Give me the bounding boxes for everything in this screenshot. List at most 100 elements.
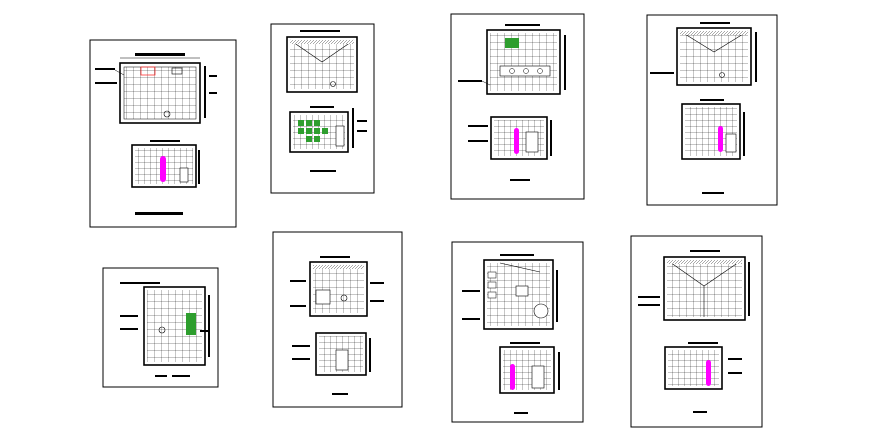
sheet-7: [451, 241, 584, 423]
dimension-bar: [150, 140, 180, 142]
sheet-3-elevation: [468, 116, 552, 160]
green-tile: [298, 128, 304, 134]
leader-line: [481, 80, 491, 86]
dimension-bar-v: [352, 108, 354, 148]
dimension-bar: [688, 342, 718, 344]
sheet-7-plan: [462, 254, 558, 330]
sheet-5-plan: [120, 282, 210, 366]
sheet-6-plan: [290, 256, 384, 317]
green-fixture: [505, 38, 519, 48]
sheet-8: [630, 235, 763, 428]
hatch-band: [680, 31, 748, 35]
sheet-3-title: [510, 179, 530, 181]
leader-note: [209, 92, 217, 94]
tile-grid: [668, 350, 719, 386]
vanity: [499, 65, 551, 77]
wc: [158, 326, 166, 334]
sheet-1: [89, 39, 237, 228]
tile-grid: [123, 66, 197, 120]
basin: [171, 67, 183, 75]
tub-outline: [140, 66, 156, 76]
green-tile: [306, 120, 312, 126]
fixture: [515, 285, 529, 297]
human-figure: [706, 360, 711, 386]
sheet-8-title: [693, 411, 707, 413]
diagonal: [666, 259, 705, 287]
leader-note: [357, 120, 367, 122]
leader-note: [290, 305, 306, 307]
sheet-5-title: [172, 375, 190, 377]
green-tile: [322, 128, 328, 134]
sink: [537, 68, 543, 74]
cabinet: [179, 167, 189, 183]
sheet-1-title: [135, 212, 183, 215]
leader-note: [290, 280, 306, 282]
cabinet: [531, 365, 545, 389]
wc: [340, 294, 348, 302]
hatch-band: [667, 260, 742, 264]
dimension-bar: [510, 342, 540, 344]
wc: [163, 110, 171, 118]
tile-grid: [490, 33, 557, 91]
diagonal: [703, 259, 743, 287]
human-figure: [510, 364, 515, 390]
dimension-bar-v: [748, 262, 750, 316]
dimension-bar-v: [743, 112, 745, 156]
sheet-4-title: [702, 192, 724, 194]
dimension-bar: [700, 99, 724, 101]
sheet-3: [450, 13, 585, 200]
leader-note: [95, 82, 117, 84]
cabinet: [335, 125, 345, 147]
sheet-3-plan: [458, 24, 566, 95]
sheet-2: [270, 23, 375, 194]
sheet-2-plan: [286, 30, 358, 93]
dimension-bar: [135, 53, 185, 56]
sheet-1-elevation: [131, 140, 200, 188]
leader-note: [638, 304, 660, 306]
wc: [719, 72, 725, 78]
dimension-bar-v: [556, 270, 558, 322]
shower: [315, 289, 331, 305]
diagonal: [499, 262, 541, 273]
green-tile: [314, 136, 320, 142]
sink: [523, 68, 529, 74]
sheet-4-elevation: [681, 99, 745, 160]
green-fixture: [186, 313, 196, 335]
sheet-1-plan: [95, 53, 217, 124]
leader-note: [357, 130, 367, 132]
dimension-bar-v: [204, 66, 206, 118]
green-tile: [298, 120, 304, 126]
dimension-bar: [300, 30, 340, 32]
leader-note: [370, 282, 384, 284]
green-tile: [314, 128, 320, 134]
leader-note: [209, 75, 217, 77]
sheet-2-title: [310, 170, 336, 172]
sheet-6-border: [272, 231, 403, 408]
tile-grid: [313, 265, 364, 313]
sheet-5: [102, 267, 219, 388]
leader-note: [462, 290, 480, 292]
dimension-bar-v: [198, 150, 200, 184]
leader-note: [120, 328, 138, 330]
green-tile: [306, 136, 312, 142]
human-figure: [160, 156, 166, 182]
leader-note: [458, 80, 482, 82]
human-figure: [514, 128, 519, 154]
tile-grid: [667, 260, 742, 317]
leader-note: [292, 358, 310, 360]
leader-note: [120, 282, 160, 284]
leader-line: [114, 69, 125, 76]
fixture: [487, 291, 497, 299]
leader-note: [292, 345, 310, 347]
dimension-bar: [320, 256, 350, 258]
dimension-bar-v: [564, 35, 566, 90]
sheet-7-title: [514, 412, 528, 414]
dimension-bar-v: [558, 352, 560, 390]
leader-note: [462, 318, 480, 320]
sheet-7-elevation: [499, 342, 560, 394]
leader-note: [200, 330, 210, 332]
round-fixture: [533, 303, 549, 319]
human-figure: [718, 126, 723, 152]
leader-note: [370, 300, 384, 302]
dimension-bar-v: [369, 338, 371, 372]
